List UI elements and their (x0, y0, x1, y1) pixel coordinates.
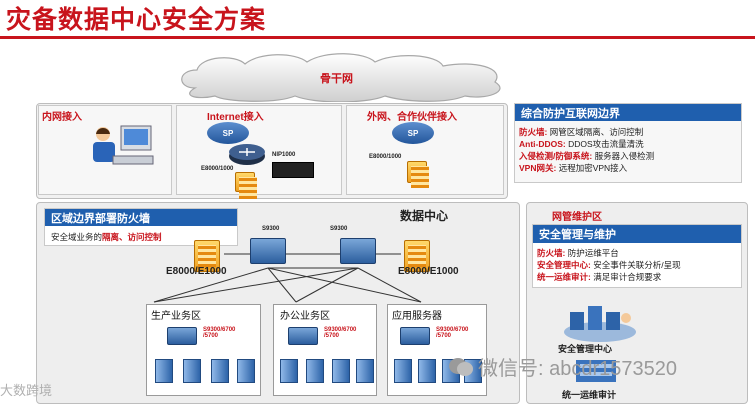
s9300-left-label: S9300 (262, 226, 280, 232)
watermark-left: 大数跨境 (0, 383, 53, 398)
watermark-right: 微信号: abcdr1573520 (478, 358, 678, 380)
server-icon (356, 359, 374, 383)
e8000-right-label: E8000/E1000 (398, 266, 459, 277)
zone-office: 办公业务区 S9300/6700 /5700 (273, 304, 377, 396)
server-icon (155, 359, 173, 383)
core-switch-icon (340, 238, 376, 264)
e8000-left-label: E8000/E1000 (166, 266, 227, 277)
list-item: 入侵检测/防御系统: 服务器入侵检测 (519, 151, 655, 161)
firewall-info-title: 区域边界部署防火墙 (45, 209, 237, 226)
list-item: Anti-DDOS: DDOS攻击流量清洗 (519, 139, 644, 149)
zone-title: 生产业务区 (151, 311, 201, 322)
core-switch-icon (250, 238, 286, 264)
e8000-label-internet: E8000/1000 (201, 166, 234, 172)
sp-cloud-icon: SP (392, 122, 434, 144)
border-protection-box: 综合防护互联网边界 防火墙: 网管区域隔离、访问控制 Anti-DDOS: DD… (514, 103, 742, 183)
e8000-label-partner: E8000/1000 (369, 154, 402, 160)
server-icon (418, 359, 436, 383)
nms-title: 网管维护区 (552, 212, 602, 223)
management-center-label: 安全管理中心 (558, 344, 613, 354)
firewall-icon (235, 172, 257, 199)
server-icon (280, 359, 298, 383)
firewall-icon (407, 161, 429, 188)
list-item: 防火墙: 网管区域隔离、访问控制 (519, 127, 644, 137)
list-item: 安全管理中心: 安全事件关联分析/呈现 (537, 260, 681, 270)
zone-production: 生产业务区 S9300/6700 /5700 (146, 304, 261, 396)
intranet-label: 内网接入 (42, 112, 82, 123)
management-center-icon (564, 306, 636, 342)
list-item: VPN网关: 远程加密VPN接入 (519, 163, 628, 173)
server-icon (183, 359, 201, 383)
firewall-icon (404, 240, 430, 272)
server-icon (211, 359, 229, 383)
list-item: 防火墙: 防护运维平台 (537, 248, 619, 258)
zone-title: 应用服务器 (392, 311, 442, 322)
border-protection-title: 综合防护互联网边界 (515, 104, 741, 121)
server-icon (332, 359, 350, 383)
server-icon (237, 359, 255, 383)
router-icon (229, 144, 265, 165)
internet-panel: Internet接入 SP NIP1000 E8000/1000 (176, 105, 342, 199)
nip-device-icon (272, 162, 314, 178)
nms-bar: 安全管理与维护 (533, 225, 741, 243)
partner-label: 外网、合作伙伴接入 (367, 112, 457, 123)
firewall-info-text: 安全域业务的隔离、访问控制 (51, 232, 162, 242)
access-switch-icon (400, 327, 430, 345)
sp-cloud-icon: SP (207, 122, 249, 144)
border-protection-list: 防火墙: 网管区域隔离、访问控制 Anti-DDOS: DDOS攻击流量清洗 入… (519, 126, 654, 174)
intranet-panel: 内网接入 (38, 105, 172, 195)
firewall-info-box: 区域边界部署防火墙 安全域业务的隔离、访问控制 (44, 208, 238, 246)
page-title: 灾备数据中心安全方案 (6, 5, 267, 34)
partner-panel: 外网、合作伙伴接入 SP E8000/1000 (346, 105, 504, 195)
switch-model-label: S9300/6700 /5700 (203, 327, 236, 339)
backbone-cloud (181, 53, 501, 102)
switch-model-label: S9300/6700 /5700 (324, 327, 357, 339)
s9300-right-label: S9300 (330, 226, 348, 232)
user-computer-icon (93, 125, 154, 165)
dc-links (153, 253, 422, 303)
internet-label: Internet接入 (207, 112, 264, 123)
access-switch-icon (288, 327, 318, 345)
zone-title: 办公业务区 (280, 311, 330, 322)
zone-app-server: 应用服务器 S9300/6700 /5700 (387, 304, 487, 396)
nms-list: 防火墙: 防护运维平台 安全管理中心: 安全事件关联分析/呈现 统一运维审计: … (537, 247, 681, 283)
audit-server-icon (576, 360, 616, 382)
data-center-title: 数据中心 (400, 209, 449, 223)
firewall-icon (194, 240, 220, 272)
server-icon (306, 359, 324, 383)
switch-model-label: S9300/6700 /5700 (436, 327, 469, 339)
server-icon (394, 359, 412, 383)
nms-info-box: 安全管理与维护 防火墙: 防护运维平台 安全管理中心: 安全事件关联分析/呈现 … (532, 224, 742, 288)
wechat-icon (449, 358, 473, 376)
backbone-label: 骨干网 (320, 73, 353, 85)
title-underline (0, 36, 755, 39)
audit-label: 统一运维审计 (562, 390, 617, 400)
list-item: 统一运维审计: 满足审计合规要求 (537, 272, 662, 282)
nip-label: NIP1000 (272, 152, 296, 158)
access-switch-icon (167, 327, 197, 345)
